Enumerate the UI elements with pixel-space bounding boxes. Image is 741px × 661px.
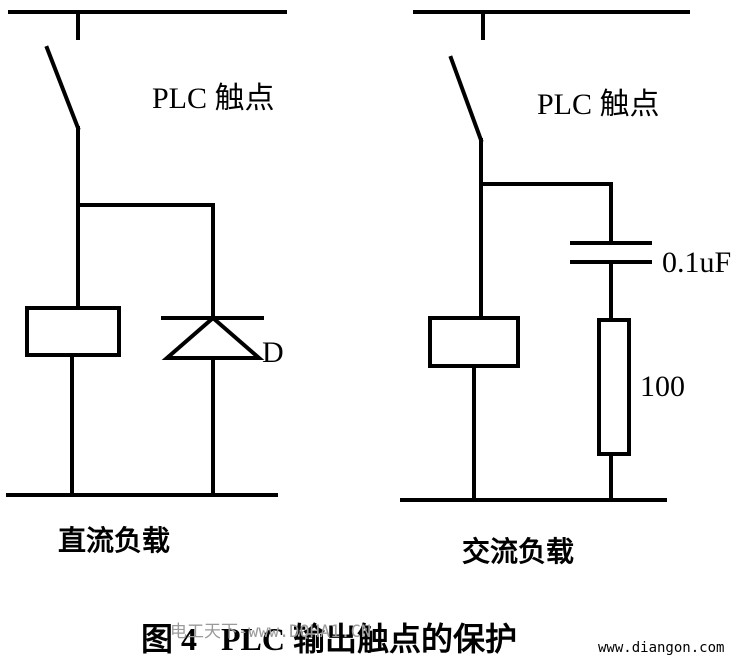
right-switch-blade: [448, 55, 484, 143]
right-relay-coil: [428, 316, 520, 368]
right-contact-label: PLC 触点: [537, 88, 660, 121]
left-dc-circuit: [6, 10, 287, 497]
left-caption: 直流负载: [58, 524, 171, 557]
right-caption: 交流负载: [462, 535, 575, 568]
watermark-right: www.diangon.com: [598, 640, 725, 656]
right-capacitor-label: 0.1uF: [662, 246, 732, 279]
right-resistor-label: 100: [640, 370, 685, 403]
left-contact-label: PLC 触点: [152, 82, 275, 115]
left-diode-triangle: [161, 315, 265, 360]
watermark-left: 电工天下-www.DQHA1.CN: [170, 622, 372, 642]
left-diode-label: D: [262, 336, 284, 369]
left-branch-wire: [76, 203, 215, 317]
right-branch-wire: [479, 182, 613, 245]
right-resistor: [597, 318, 631, 456]
left-relay-coil: [25, 306, 121, 357]
right-ac-circuit: [400, 10, 690, 502]
figure-caption: 图 4 PLC 输出触点的保护: [141, 621, 518, 657]
left-switch-blade: [44, 45, 81, 131]
